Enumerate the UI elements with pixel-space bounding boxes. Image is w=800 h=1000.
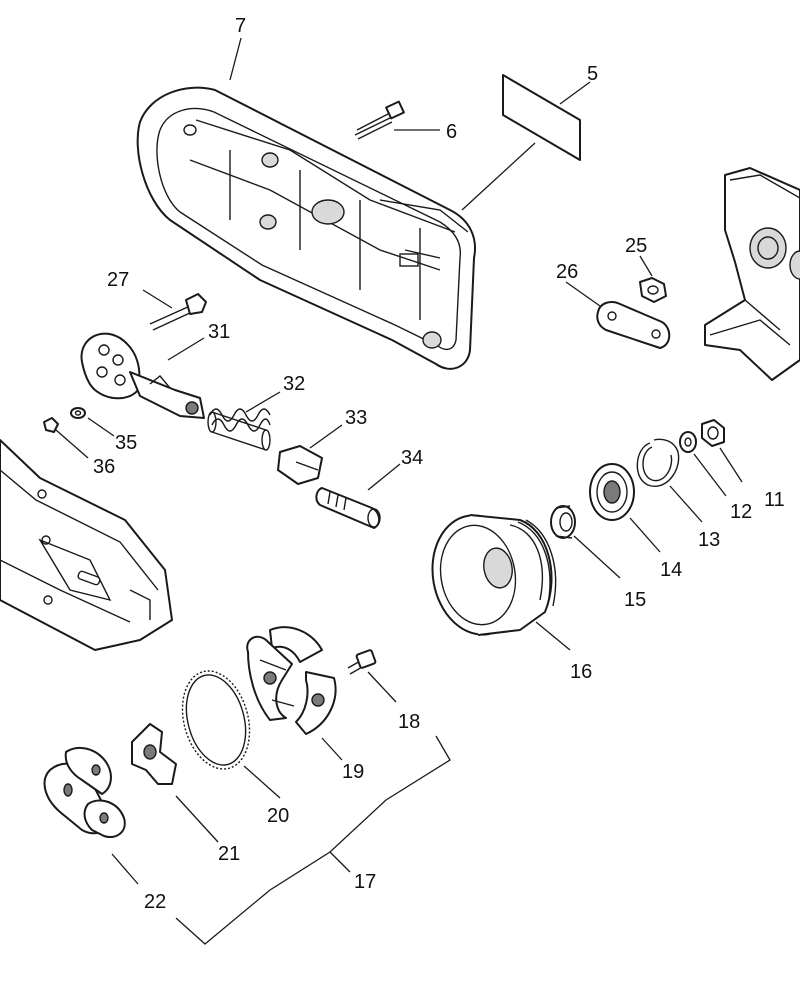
part-16-clutch-drum [431,514,557,636]
callout-16: 16 [570,661,592,683]
part-25-nut [639,277,667,303]
callout-14: 14 [660,559,682,581]
part-32-spring [207,408,271,451]
part-12-washer [679,431,697,453]
part-22-clutch-plates [43,746,126,838]
part-35-washer [70,407,86,419]
callout-labels: 7 5 6 25 26 27 31 32 33 34 35 36 11 12 1… [93,15,785,913]
callout-18: 18 [398,711,420,733]
callout-33: 33 [345,407,367,429]
part-11-nut [701,419,725,447]
part-20-clutch-spring [181,670,251,770]
part-14-bearing [589,463,635,521]
callout-17: 17 [354,871,376,893]
callout-7: 7 [235,15,246,37]
part-33-adjuster [277,445,323,485]
part-5-label-plate [502,74,581,161]
part-31-tensioner [80,332,205,419]
callout-13: 13 [698,529,720,551]
part-19-clutch-shoes [246,626,337,735]
cutting-arm-partial [0,439,173,651]
callout-25: 25 [625,235,647,257]
part-34-pin [315,487,381,529]
callout-20: 20 [267,805,289,827]
callout-36: 36 [93,456,115,478]
callout-12: 12 [730,501,752,523]
callout-27: 27 [107,269,129,291]
callout-11: 11 [764,489,785,511]
callout-26: 26 [556,261,578,283]
callout-21: 21 [218,843,240,865]
part-18-screw [347,649,377,675]
leader-lines [55,37,743,945]
part-36-screw [43,417,59,433]
part-27-bolt [149,293,207,331]
engine-housing-partial [704,167,800,381]
callout-6: 6 [446,121,457,143]
part-26-plate [596,301,671,349]
callout-5: 5 [587,63,598,85]
callout-34: 34 [401,447,423,469]
callout-19: 19 [342,761,364,783]
callout-35: 35 [115,432,137,454]
part-6-bolt [354,100,405,140]
callout-15: 15 [624,589,646,611]
part-15-bushing [550,505,576,539]
callout-31: 31 [208,321,230,343]
part-13-snap-ring [636,438,680,488]
callout-22: 22 [144,891,166,913]
part-21-clutch-hub [131,723,177,785]
callout-32: 32 [283,373,305,395]
part-7-belt-guard-cover [136,86,476,370]
